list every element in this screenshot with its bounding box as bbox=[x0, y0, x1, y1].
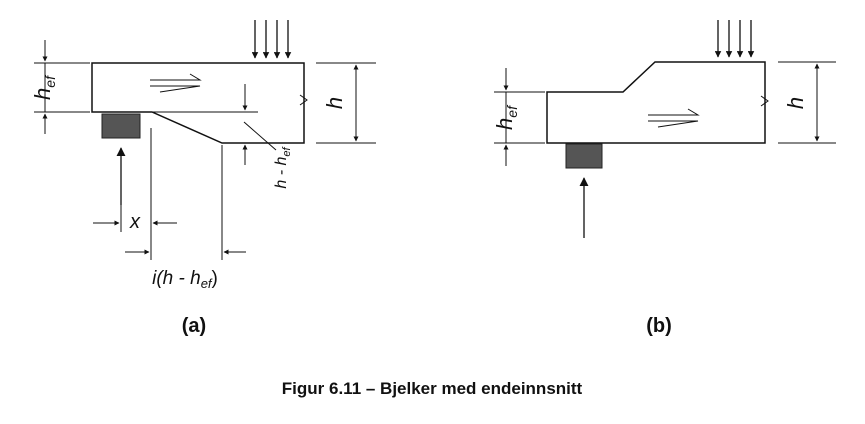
panel-b: hef h (b) bbox=[492, 20, 836, 337]
beam-a-break-mark bbox=[299, 94, 308, 106]
load-arrows-b bbox=[714, 20, 755, 58]
dim-hef-a bbox=[34, 40, 90, 134]
beam-b-outline bbox=[546, 61, 766, 144]
panel-label-a: (a) bbox=[182, 315, 206, 337]
label-hef-a: hef bbox=[30, 74, 58, 100]
beam-a-outline bbox=[91, 62, 305, 144]
label-h-minus-hef-a: h - hef bbox=[273, 146, 293, 188]
beam-b-break-mark bbox=[760, 95, 769, 107]
load-arrows-a bbox=[251, 20, 292, 59]
support-block-b bbox=[565, 143, 603, 169]
dim-h-minus-hef-a bbox=[152, 84, 277, 165]
dim-slope-a bbox=[125, 145, 246, 260]
support-block-a bbox=[101, 113, 141, 139]
dim-h-a bbox=[316, 62, 376, 144]
dim-x-a bbox=[93, 128, 177, 260]
figure-caption: Figur 6.11 – Bjelker med endeinnsnitt bbox=[282, 379, 583, 398]
label-hef-b: hef bbox=[492, 104, 520, 130]
shear-arrows-a bbox=[150, 73, 202, 93]
label-h-a: h bbox=[322, 97, 347, 109]
label-slope-a: i(h - hef) bbox=[152, 268, 218, 291]
label-h-b: h bbox=[783, 97, 808, 109]
dim-hef-b bbox=[494, 68, 545, 166]
panel-a: hef h h - hef x i(h - bbox=[30, 20, 376, 337]
panel-label-b: (b) bbox=[646, 315, 672, 337]
label-x-a: x bbox=[129, 211, 141, 233]
dim-h-b bbox=[778, 61, 836, 144]
shear-arrows-b bbox=[648, 108, 700, 128]
